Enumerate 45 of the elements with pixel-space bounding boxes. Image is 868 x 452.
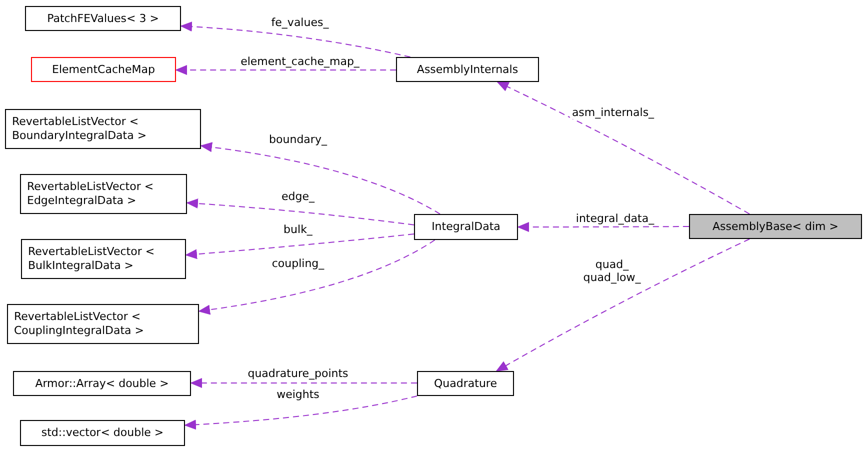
class-name: PatchFEValues< 3 > (47, 12, 159, 26)
class-name: ElementCacheMap (52, 62, 155, 76)
dashed-arrow (496, 238, 750, 372)
edge-label: integral_data_ (574, 212, 656, 225)
edge-label: element_cache_map_ (238, 55, 362, 68)
dashed-arrow (198, 240, 436, 315)
class-name: RevertableListVector < EdgeIntegralData > (27, 180, 155, 208)
edge-label: fe_values_ (269, 16, 331, 29)
class-box (414, 214, 518, 240)
class-box (20, 174, 187, 214)
class-name: Armor::Array< double > (35, 376, 169, 390)
class-box (396, 57, 539, 82)
class-box (25, 6, 181, 31)
dashed-arrow (496, 82, 750, 214)
class-name: IntegralData (432, 220, 500, 234)
dashed-arrow (186, 198, 414, 226)
class-name: RevertableListVector < BoundaryIntegralData > (12, 115, 148, 143)
edge-label: quadrature_points (246, 367, 350, 380)
class-name: Quadrature (434, 376, 497, 390)
class-box (21, 239, 186, 279)
edge-label: asm_internals_ (570, 106, 656, 119)
class-box (7, 304, 199, 344)
class-name: RevertableListVector < BulkIntegralData > (28, 245, 156, 273)
edge-label: weights (274, 388, 322, 401)
class-box (5, 109, 201, 149)
edge-label: edge_ (280, 190, 316, 203)
class-box (13, 371, 191, 396)
class-name: AssemblyInternals (416, 62, 518, 76)
dashed-arrow (200, 142, 440, 214)
class-box (689, 214, 862, 239)
class-box (20, 420, 185, 446)
dashed-arrow (184, 396, 418, 430)
class-name: RevertableListVector < CouplingIntegralData > (14, 310, 146, 338)
edge-label: coupling_ (270, 257, 326, 270)
class-name: std::vector< double > (41, 426, 164, 440)
dashed-arrow (185, 234, 414, 260)
dashed-arrow (180, 22, 411, 58)
edge-label: bulk_ (282, 223, 314, 236)
edge-label: boundary_ (267, 133, 329, 146)
class-box (417, 371, 514, 396)
dashed-arrow (517, 222, 690, 232)
class-name: AssemblyBase< dim > (712, 220, 838, 234)
dashed-arrow (175, 65, 396, 75)
class-box (31, 57, 176, 82)
dashed-arrow (190, 378, 418, 388)
